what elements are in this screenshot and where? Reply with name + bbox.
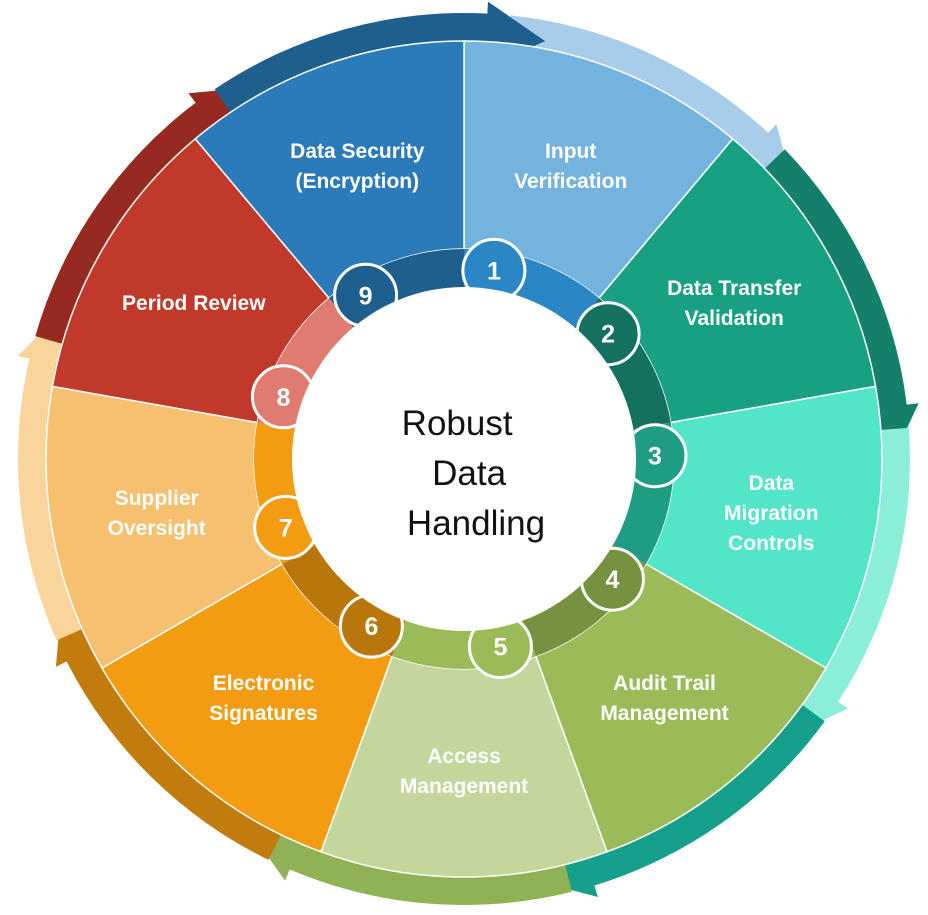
- step-number-1: 1: [487, 257, 501, 285]
- step-label-9-line-1: Data Security: [290, 140, 425, 163]
- step-number-4: 4: [605, 566, 619, 594]
- step-label-4-line-1: Audit Trail: [613, 672, 716, 695]
- step-number-8: 8: [276, 384, 290, 412]
- step-label-9: Data Security (Encryption): [290, 140, 425, 193]
- cycle-arrow-2: [755, 149, 919, 467]
- step-label-1-line-2: Verification: [514, 170, 627, 193]
- step-label-2-line-2: Validation: [685, 307, 784, 330]
- step-label-8: Period Review: [122, 292, 266, 315]
- step-label-5-line-1: Access: [427, 745, 501, 768]
- step-label-3-line-1: Data: [749, 472, 795, 495]
- step-number-2: 2: [601, 321, 615, 349]
- step-label-1-line-1: Input: [545, 140, 596, 163]
- step-label-6-line-1: Electronic: [213, 672, 315, 695]
- step-number-9: 9: [359, 282, 373, 310]
- step-label-4-line-2: Management: [600, 702, 728, 725]
- step-label-8-line-1: Period Review: [122, 292, 266, 315]
- center-title-line-2: Data: [432, 454, 506, 493]
- step-label-3-line-2: Migration: [724, 502, 819, 525]
- step-label-7-line-2: Oversight: [108, 517, 206, 540]
- center-title-line-3: Handling: [407, 504, 545, 543]
- step-number-5: 5: [493, 634, 507, 662]
- step-number-6: 6: [364, 613, 378, 641]
- step-label-2-line-1: Data Transfer: [667, 277, 801, 300]
- step-number-3: 3: [648, 443, 662, 471]
- step-label-6-line-2: Signatures: [209, 702, 318, 725]
- center-title: Robust Data Handling: [402, 404, 545, 543]
- center-title-line-1: Robust: [402, 404, 513, 443]
- step-label-9-line-2: (Encryption): [295, 170, 419, 193]
- step-number-7: 7: [279, 514, 293, 542]
- step-label-7-line-1: Supplier: [115, 487, 199, 510]
- center-circle: [292, 287, 636, 631]
- step-label-5-line-2: Management: [400, 775, 528, 798]
- step-label-3-line-3: Controls: [728, 532, 814, 555]
